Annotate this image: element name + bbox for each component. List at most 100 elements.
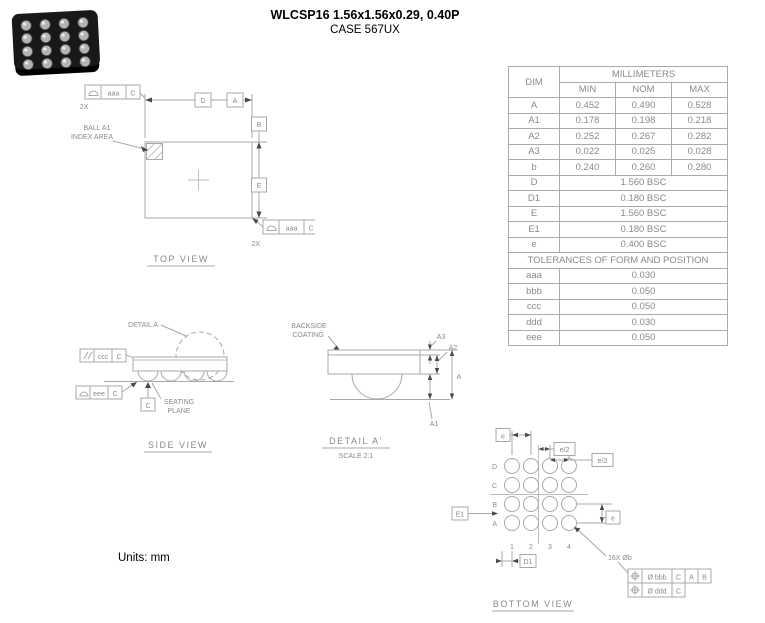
dim-cell: A3 [508, 143, 560, 160]
max-cell: 0.028 [671, 143, 728, 160]
col-header-max: MAX [671, 81, 728, 98]
min-cell: 0.022 [559, 143, 616, 160]
datum-a-box [226, 92, 244, 108]
min-cell: 0.240 [559, 159, 616, 176]
min-cell: 0.252 [559, 128, 616, 145]
dim-header-cell: DIM [508, 66, 560, 98]
value-cell: 0.050 [559, 298, 728, 315]
dim-a2-label: A2 [449, 345, 458, 352]
nom-cell: 0.260 [615, 159, 672, 176]
datum-c-label: C [145, 403, 150, 410]
profile-of-surface-icon [79, 391, 89, 397]
bottom-view-drawing: D C B A 1 2 3 4 e e/2 e/2 e E1 [451, 428, 712, 612]
fcf-datum: C [112, 391, 117, 398]
max-cell: 0.282 [671, 128, 728, 145]
seating-plane-label-2: PLANE [168, 408, 191, 415]
col-labels: 1 2 3 4 [510, 544, 571, 551]
qty-2x-top: 2X [80, 104, 89, 111]
fcf-profile-bottom: aaa C [262, 219, 315, 235]
fcf-tol: eee [93, 391, 105, 398]
profile-of-surface-icon [88, 90, 99, 96]
fcf-parallelism: ccc C [79, 348, 127, 363]
fcf-profile-eee: eee C [75, 385, 123, 400]
value-cell: 0.180 BSC [559, 221, 728, 238]
ball-a1-index-hatch [146, 143, 163, 160]
col-label: 4 [567, 544, 571, 551]
fcf-tol: Ø ddd [647, 589, 666, 596]
tolerance-header-cell: TOLERANCES OF FORM AND POSITION [508, 252, 728, 269]
value-cell: 1.560 BSC [559, 205, 728, 222]
ball-grid-photo [20, 16, 91, 71]
package-photo [11, 10, 100, 76]
max-cell: 0.528 [671, 97, 728, 114]
detail-a-drawing: BACKSIDE COATING A3 A2 A A1 DETAIL A' SC… [291, 323, 462, 460]
dim-cell: D [508, 174, 560, 191]
dim-e-top-label: e [501, 434, 505, 441]
qty-2x-bottom: 2X [251, 241, 260, 248]
nom-cell: 0.025 [615, 143, 672, 160]
value-cell: 0.400 BSC [559, 236, 728, 253]
profile-of-surface-icon [266, 225, 277, 231]
col-label: 1 [510, 544, 514, 551]
parallelism-icon [83, 351, 93, 360]
fcf-datum: C [116, 354, 121, 361]
dim-cell: bbb [508, 283, 560, 300]
dim-e-label: E [257, 183, 262, 190]
ball-size-callout: 16X Øb [608, 555, 632, 562]
backside-coating-label-2: COATING [292, 332, 323, 339]
detail-ball [351, 373, 403, 400]
value-cell: 0.180 BSC [559, 190, 728, 207]
dim-d-label: D [200, 98, 205, 105]
dim-d-box [194, 92, 212, 108]
dim-a3-label: A3 [437, 334, 446, 341]
min-cell: 0.178 [559, 112, 616, 129]
position-icon [630, 571, 640, 581]
dim-cell: eee [508, 329, 560, 346]
detail-a-scale: SCALE 2:1 [339, 453, 374, 460]
ball-a1-callout-2: INDEX AREA [71, 134, 113, 141]
side-view-drawing: DETAIL A ccc C eee C C SEATING PLANE SID… [75, 322, 234, 453]
top-view-caption: TOP VIEW [153, 254, 209, 264]
top-view-drawing: D A B E aaa C 2X BALL A1 INDEX AREA aaa … [71, 84, 315, 267]
units-header-cell: MILLIMETERS [559, 66, 728, 83]
backside-coating-label-1: BACKSIDE [291, 323, 327, 330]
value-cell: 0.030 [559, 314, 728, 331]
position-icon [630, 585, 640, 595]
col-label: 3 [548, 544, 552, 551]
fcf-datum: C [130, 91, 135, 98]
dim-cell: e [508, 236, 560, 253]
fcf-position-stack: Ø bbb C A B Ø ddd C [627, 568, 712, 598]
fcf-datum: C [676, 575, 681, 582]
row-label: B [492, 502, 497, 509]
value-cell: 0.050 [559, 283, 728, 300]
detail-a-callout: DETAIL A [128, 322, 158, 329]
value-cell: 0.050 [559, 329, 728, 346]
row-labels: D C B A [492, 464, 497, 528]
dim-cell: A1 [508, 112, 560, 129]
fcf-tol: ccc [98, 354, 109, 361]
datum-c-box [140, 397, 156, 412]
dim-e-box [251, 177, 267, 193]
units-note: Units: mm [118, 552, 170, 564]
row-label: C [492, 483, 497, 490]
dim-e-half1-label: e/2 [560, 447, 570, 454]
dim-cell: A [508, 97, 560, 114]
dim-a-label: A [457, 374, 462, 381]
col-header-nom: NOM [615, 81, 672, 98]
fcf-tol: Ø bbb [647, 575, 666, 582]
package-body [11, 10, 100, 76]
datum-b-label: B [257, 122, 262, 129]
dim-cell: aaa [508, 267, 560, 284]
dim-a1-label: A1 [430, 421, 439, 428]
